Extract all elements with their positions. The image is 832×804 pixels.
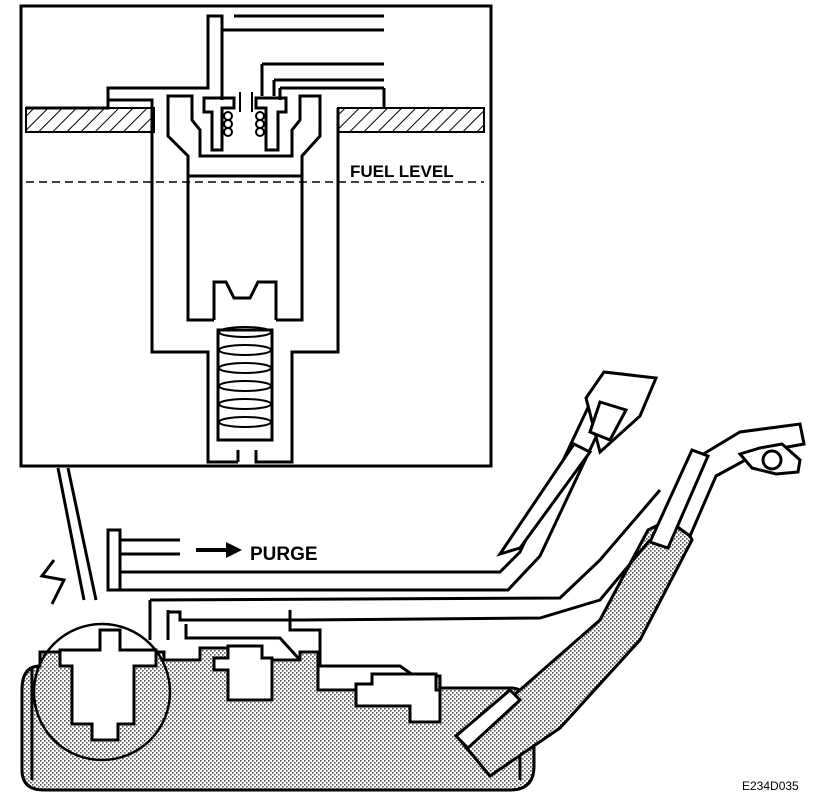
- rollover-valve-left: [58, 628, 158, 742]
- fuel-tank: [20, 370, 806, 792]
- purge-line: [120, 538, 180, 556]
- figure-code: E234D035: [742, 779, 799, 793]
- purge-indicator: PURGE: [196, 542, 318, 565]
- filler-pipe-upper: [666, 422, 806, 539]
- check-valve-springs: [202, 92, 288, 152]
- vent-pipe: [260, 62, 384, 96]
- callout-lines: [56, 467, 98, 601]
- vapor-line-third: [184, 610, 421, 682]
- vapor-line-second: [148, 489, 662, 640]
- rollover-valve-right: [354, 672, 442, 724]
- break-symbol: [39, 559, 67, 605]
- filler-nozzle: [647, 448, 711, 550]
- filler-neck: [457, 518, 694, 779]
- float-spring-assembly: [212, 280, 278, 442]
- purge-label: PURGE: [250, 544, 318, 565]
- tank-top-wall-left: [25, 107, 155, 133]
- tank-top-wall-right: [337, 107, 485, 133]
- float-chamber: [166, 94, 322, 178]
- rollover-valve-middle: [212, 644, 274, 702]
- fuel-level-label: FUEL LEVEL: [350, 162, 454, 181]
- detail-magnifier-circle: [32, 622, 172, 762]
- detail-inset: FUEL LEVEL: [19, 4, 493, 468]
- purge-arrow: [196, 542, 242, 558]
